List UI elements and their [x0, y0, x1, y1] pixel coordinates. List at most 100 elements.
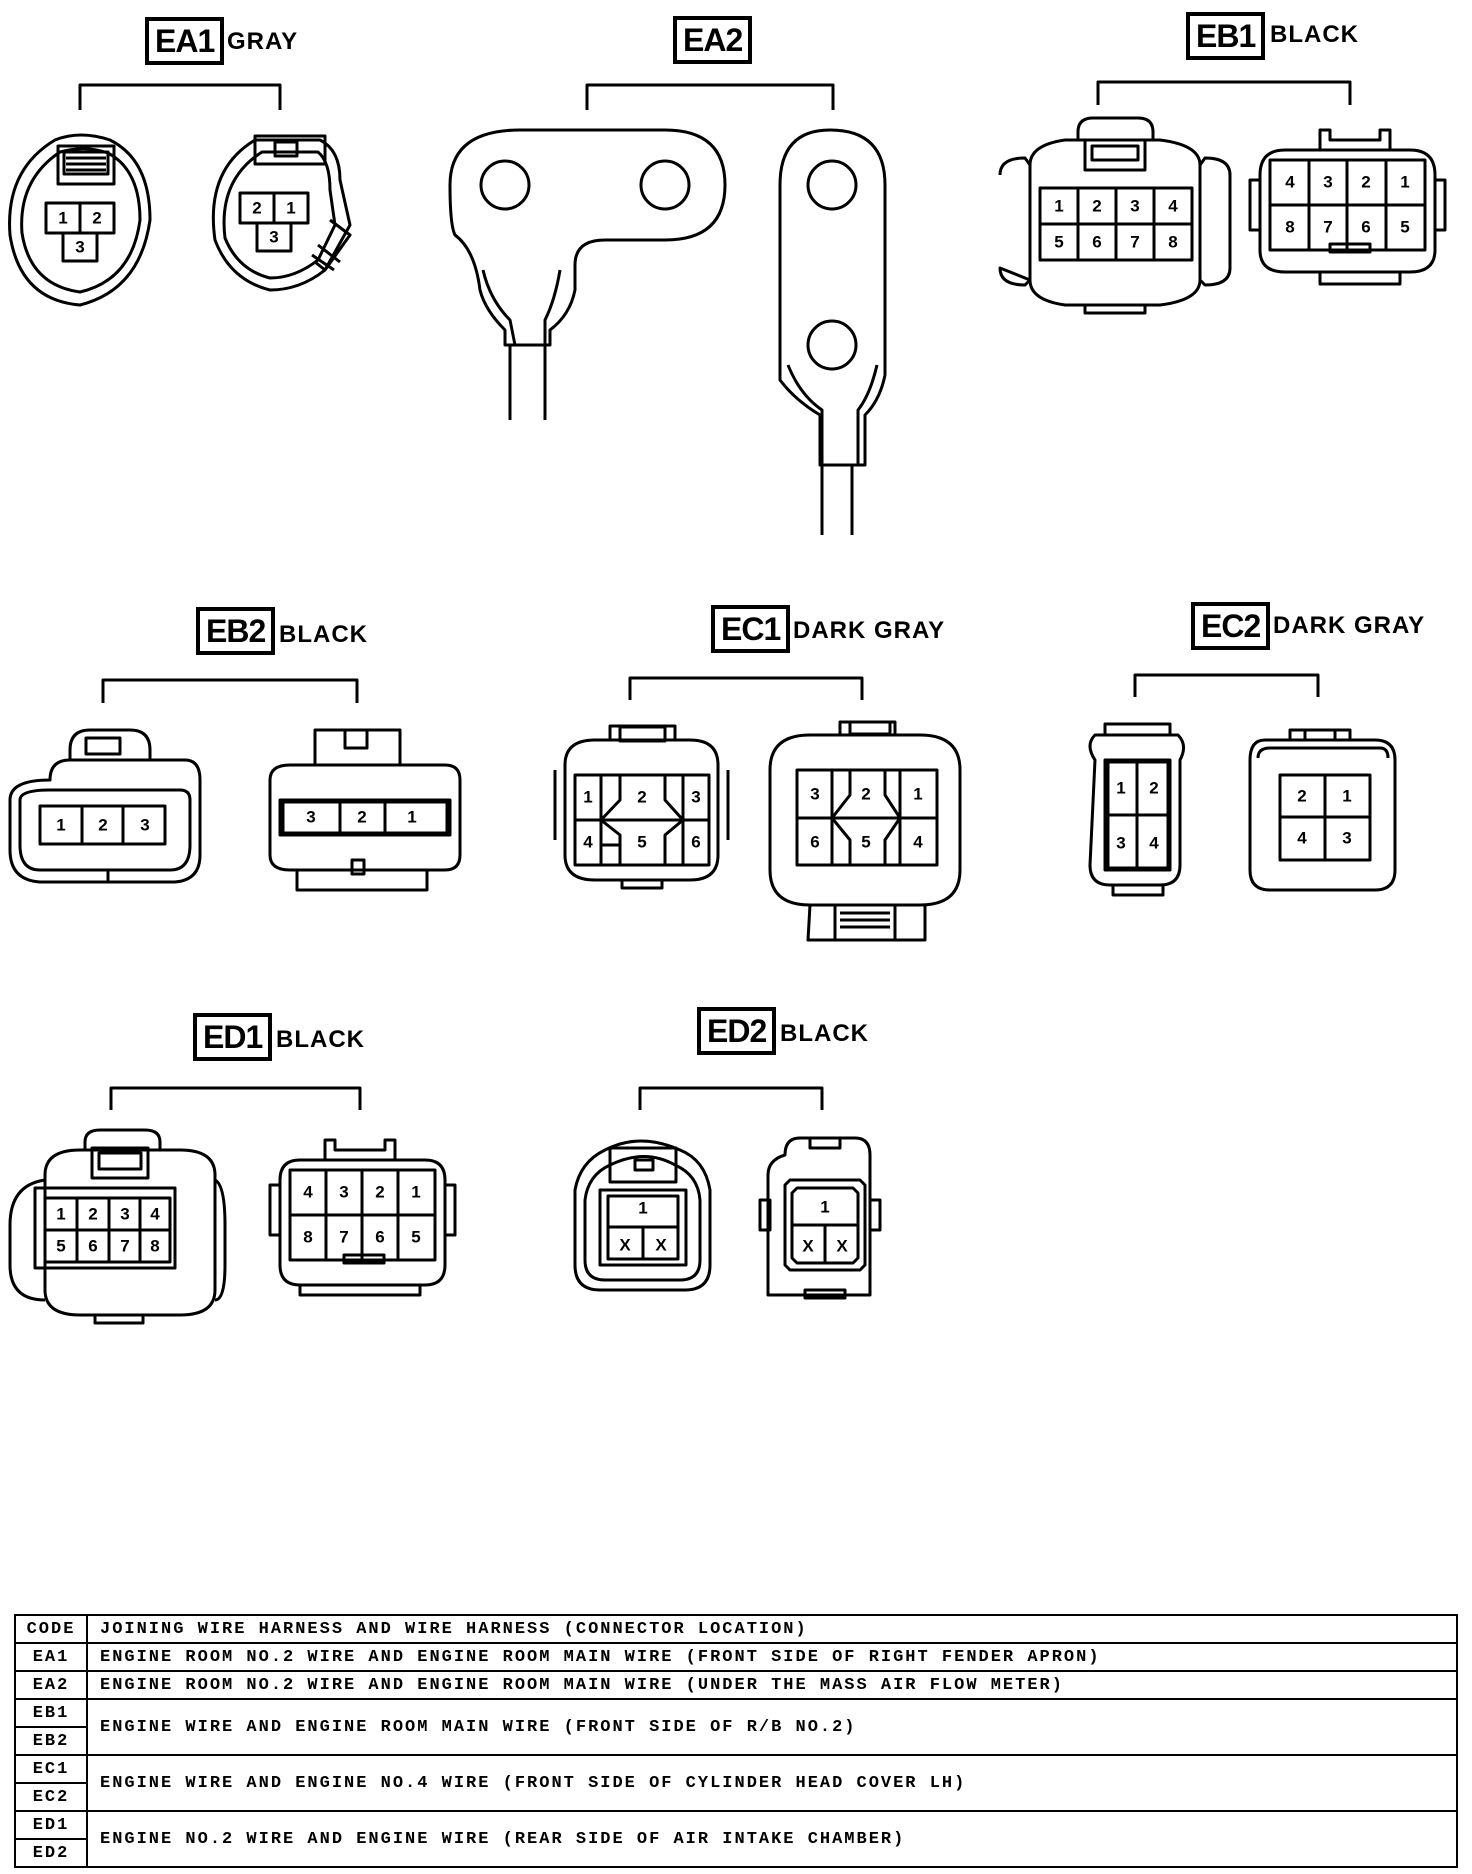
connector-code-ea2: EA2 — [673, 16, 753, 64]
eb1-left-pin-label: 3 — [1130, 197, 1139, 216]
ec1-right-pin-label: 2 — [861, 785, 870, 804]
eb1-bracket — [1096, 80, 1352, 105]
ec1-bracket — [628, 676, 864, 700]
eb2-right-pin-label: 1 — [407, 808, 416, 827]
eb1-right-pin-label: 5 — [1400, 218, 1409, 237]
ec1-group — [553, 676, 962, 942]
eb1-left-pin-label: 8 — [1168, 233, 1177, 252]
ec2-left-pin-label: 3 — [1116, 834, 1125, 853]
ed2-left-pin-label: 1 — [638, 1199, 647, 1218]
ec2-left-pin-label: 1 — [1116, 779, 1125, 798]
ed1-right-pin-label: 6 — [375, 1228, 384, 1247]
connector-color-ea1: GRAY — [227, 28, 299, 55]
eb1-right-pin-label: 7 — [1323, 218, 1332, 237]
eb2-left-pin-label: 1 — [56, 816, 65, 835]
ec1-left-connector — [553, 724, 730, 890]
ed2-group — [573, 1086, 882, 1300]
ea2-left-terminal — [448, 128, 727, 420]
table-row: EC1 ENGINE WIRE AND ENGINE NO.4 WIRE (FR… — [14, 1754, 1458, 1812]
eb2-left-connector — [8, 728, 202, 884]
eb2-left-pin-label: 3 — [140, 816, 149, 835]
ed1-left-pin-label: 6 — [88, 1237, 97, 1256]
ec2-right-pin-label: 3 — [1342, 829, 1351, 848]
ed1-right-pin-label: 7 — [339, 1228, 348, 1247]
ed1-bracket — [109, 1086, 362, 1110]
connector-code-ed2: ED2 — [697, 1007, 777, 1055]
eb1-right-pin-label: 1 — [1400, 173, 1409, 192]
table-code: EA1 — [14, 1642, 88, 1672]
ec2-right-connector — [1248, 728, 1397, 892]
eb2-group — [8, 678, 462, 892]
ed2-right-pin-label: X — [836, 1237, 848, 1256]
connector-diagram: 1232131234567843218765123321123456321654… — [8, 80, 1447, 1325]
ea2-group — [448, 83, 887, 535]
ed2-left-pin-label: X — [619, 1236, 631, 1255]
ed1-right-pin-label: 5 — [411, 1228, 420, 1247]
eb2-right-connector — [268, 728, 462, 892]
ed2-right-connector — [758, 1136, 882, 1300]
table-code: EA2 — [14, 1670, 88, 1700]
connector-color-ed2: BLACK — [780, 1020, 869, 1047]
ed1-left-pin-label: 4 — [150, 1205, 160, 1224]
table-header-row: CODE JOINING WIRE HARNESS AND WIRE HARNE… — [14, 1614, 1458, 1644]
table-row: EB1 ENGINE WIRE AND ENGINE ROOM MAIN WIR… — [14, 1698, 1458, 1756]
ed2-left-connector — [573, 1139, 712, 1292]
ec2-right-pin-label: 2 — [1297, 787, 1306, 806]
ed2-right-pin-label: 1 — [820, 1198, 829, 1217]
ed1-right-pin-label: 4 — [303, 1183, 313, 1202]
table-code: ED1 — [14, 1810, 88, 1840]
ec1-right-pin-label: 5 — [861, 833, 870, 852]
table-row: EA1 ENGINE ROOM NO.2 WIRE AND ENGINE ROO… — [14, 1642, 1458, 1672]
eb1-left-pin-label: 2 — [1092, 197, 1101, 216]
ed1-right-pin-label: 2 — [375, 1183, 384, 1202]
ed1-left-connector — [8, 1128, 227, 1325]
connector-color-ec1: DARK GRAY — [793, 617, 946, 644]
ea1-left-pin-label: 2 — [92, 209, 101, 228]
table-header-description: JOINING WIRE HARNESS AND WIRE HARNESS (C… — [86, 1614, 1458, 1644]
ed2-left-pin-label: X — [655, 1236, 667, 1255]
table-description: ENGINE ROOM NO.2 WIRE AND ENGINE ROOM MA… — [86, 1642, 1458, 1672]
ec1-right-pin-label: 4 — [913, 833, 923, 852]
ea1-left-pin-label: 3 — [75, 238, 84, 257]
ea1-right-pin-label: 2 — [252, 199, 261, 218]
eb1-left-pin-label: 5 — [1054, 233, 1063, 252]
table-code: EB1 — [14, 1698, 88, 1728]
ea1-right-pin-label: 3 — [269, 228, 278, 247]
ec1-right-pin-label: 3 — [810, 785, 819, 804]
ea2-right-terminal — [778, 128, 887, 535]
eb1-left-connector — [998, 116, 1232, 315]
connector-code-ec2: EC2 — [1191, 602, 1271, 650]
ea1-left-pin-label: 1 — [58, 209, 67, 228]
eb2-right-pin-label: 2 — [357, 808, 366, 827]
eb1-right-pin-label: 6 — [1361, 218, 1370, 237]
ed2-right-pin-label: X — [802, 1237, 814, 1256]
eb1-left-pin-label: 6 — [1092, 233, 1101, 252]
ec2-bracket — [1133, 673, 1320, 697]
ea2-bracket — [585, 83, 835, 110]
ed1-left-pin-label: 3 — [120, 1205, 129, 1224]
table-row: EC2 — [14, 1782, 1457, 1812]
ec2-left-pin-label: 4 — [1149, 834, 1159, 853]
table-row: EA2 ENGINE ROOM NO.2 WIRE AND ENGINE ROO… — [14, 1670, 1458, 1700]
table-code: EB2 — [14, 1726, 88, 1756]
ec2-right-pin-label: 1 — [1342, 787, 1351, 806]
ed1-left-pin-label: 8 — [150, 1237, 159, 1256]
ed1-right-pin-label: 1 — [411, 1183, 420, 1202]
ed1-left-pin-label: 5 — [56, 1237, 65, 1256]
ed1-right-pin-label: 3 — [339, 1183, 348, 1202]
ea1-bracket — [78, 83, 282, 110]
table-description: ENGINE WIRE AND ENGINE NO.4 WIRE (FRONT … — [86, 1754, 1458, 1812]
connector-color-ec2: DARK GRAY — [1273, 612, 1426, 639]
ec1-left-pin-label: 1 — [583, 788, 592, 807]
table-code: EC2 — [14, 1782, 88, 1812]
table-description: ENGINE NO.2 WIRE AND ENGINE WIRE (REAR S… — [86, 1810, 1458, 1868]
ed1-group — [8, 1086, 457, 1325]
eb1-left-pin-label: 4 — [1168, 197, 1178, 216]
connector-code-ea1: EA1 — [145, 17, 225, 65]
ec2-right-pin-label: 4 — [1297, 829, 1307, 848]
eb1-right-connector — [1248, 128, 1447, 286]
ec1-right-pin-label: 6 — [810, 833, 819, 852]
eb1-left-pin-label: 1 — [1054, 197, 1063, 216]
ec1-right-connector — [768, 720, 962, 942]
table-row: ED2 — [14, 1838, 1457, 1868]
